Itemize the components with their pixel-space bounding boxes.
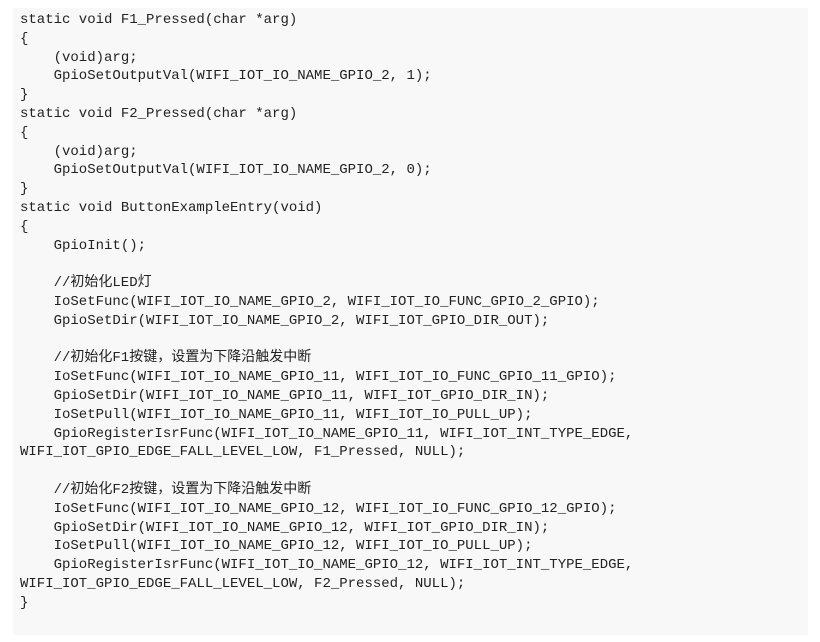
code-line: static void F1_Pressed(char *arg): [20, 12, 298, 28]
code-lines: static void F1_Pressed(char *arg) { (void…: [20, 11, 633, 613]
code-line: GpioSetDir(WIFI_IOT_IO_NAME_GPIO_2, WIFI…: [20, 312, 550, 329]
code-line: {: [20, 218, 29, 235]
code-line: WIFI_IOT_GPIO_EDGE_FALL_LEVEL_LOW, F1_Pr…: [20, 444, 466, 461]
code-block: static void F1_Pressed(char *arg) { (void…: [13, 8, 808, 635]
code-line: GpioSetOutputVal(WIFI_IOT_IO_NAME_GPIO_2…: [20, 68, 432, 85]
code-line: //初始化F1按键，设置为下降沿触发中断: [20, 350, 312, 367]
code-line: WIFI_IOT_GPIO_EDGE_FALL_LEVEL_LOW, F2_Pr…: [20, 575, 466, 592]
code-line: [20, 331, 633, 350]
code-line: {: [20, 30, 29, 47]
code-line: GpioSetDir(WIFI_IOT_IO_NAME_GPIO_11, WIF…: [20, 387, 550, 404]
code-line: GpioInit();: [20, 237, 147, 254]
code-line: IoSetPull(WIFI_IOT_IO_NAME_GPIO_11, WIFI…: [20, 406, 533, 423]
code-line: GpioSetOutputVal(WIFI_IOT_IO_NAME_GPIO_2…: [20, 162, 432, 179]
code-line: IoSetFunc(WIFI_IOT_IO_NAME_GPIO_11, WIFI…: [20, 369, 617, 386]
code-line: [20, 255, 633, 274]
code-line: [20, 462, 633, 481]
code-line: }: [20, 87, 29, 104]
code-line: }: [20, 181, 29, 198]
code-line: (void)arg;: [20, 49, 138, 66]
code-line: GpioRegisterIsrFunc(WIFI_IOT_IO_NAME_GPI…: [20, 557, 634, 574]
code-line: IoSetFunc(WIFI_IOT_IO_NAME_GPIO_12, WIFI…: [20, 500, 617, 517]
code-line: static void F2_Pressed(char *arg): [20, 105, 298, 122]
code-line: IoSetFunc(WIFI_IOT_IO_NAME_GPIO_2, WIFI_…: [20, 293, 600, 310]
code-line: //初始化F2按键，设置为下降沿触发中断: [20, 481, 312, 498]
code-line: IoSetPull(WIFI_IOT_IO_NAME_GPIO_12, WIFI…: [20, 538, 533, 555]
code-line: (void)arg;: [20, 143, 138, 160]
code-line: }: [20, 594, 29, 611]
code-line: static void ButtonExampleEntry(void): [20, 199, 323, 216]
code-line: GpioSetDir(WIFI_IOT_IO_NAME_GPIO_12, WIF…: [20, 519, 550, 536]
code-line: {: [20, 124, 29, 141]
code-line: //初始化LED灯: [20, 275, 152, 292]
code-line: GpioRegisterIsrFunc(WIFI_IOT_IO_NAME_GPI…: [20, 425, 634, 442]
